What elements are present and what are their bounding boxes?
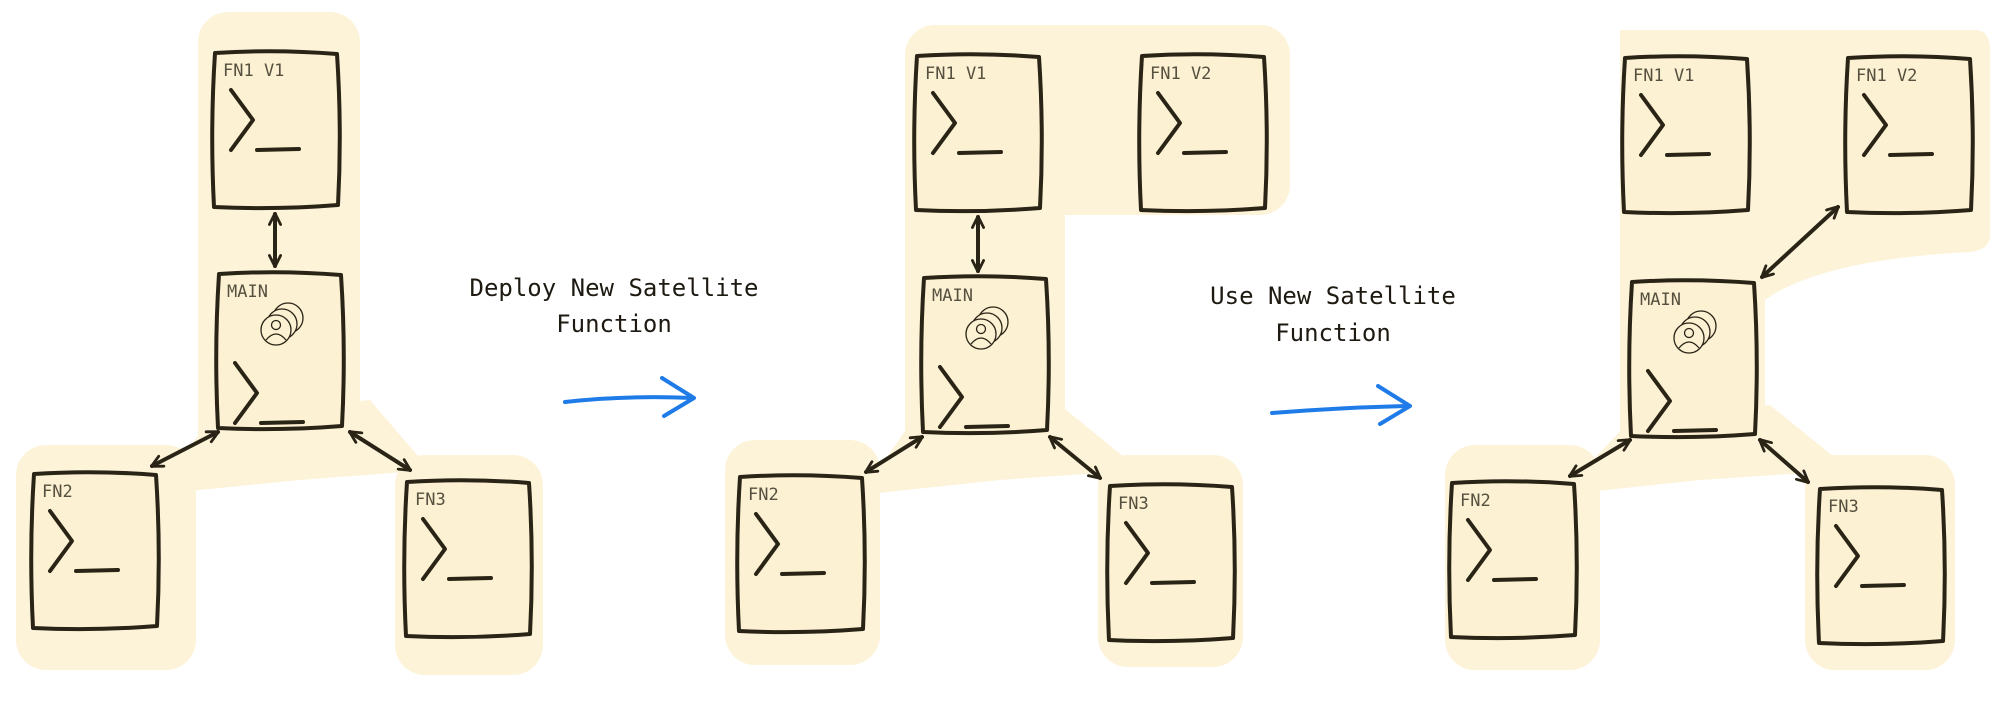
stage-3-node-fn2: FN2 [1447,479,1579,641]
stage-3-node-fn1v2: FN1 V2 [1843,54,1975,216]
stage-2-node-fn2: FN2 [735,473,867,635]
node-label: FN1 V1 [1633,66,1694,86]
stage-1-node-fn3: FN3 [402,478,534,640]
stage-3-node-fn3: FN3 [1815,485,1947,647]
stage-3-connector-main-fn2 [1567,438,1633,478]
stage-2-node-main: MAIN [919,274,1051,436]
stage-2-node-fn1v2: FN1 V2 [1137,52,1269,214]
node-label: FN1 V2 [1150,64,1211,84]
transition-arrow-2-head [1376,384,1412,426]
node-label: FN3 [415,490,446,510]
transition-label-1-line2: Function [556,310,672,338]
node-label: FN2 [42,482,73,502]
stage-2-node-fn3: FN3 [1105,482,1237,644]
transition-label-1-line1: Deploy New Satellite [470,274,759,302]
stage-1-node-main: MAIN [214,270,346,432]
transition-arrow-1 [563,395,695,404]
stage-3-connector-main-fn1v2 [1760,205,1840,279]
stage-1-node-fn1v1: FN1 V1 [210,49,342,211]
node-label: FN3 [1828,497,1859,517]
transition-label-2-line1: Use New Satellite [1210,282,1456,310]
transition-arrow-1-head [660,376,696,418]
node-label: FN2 [1460,491,1491,511]
transition-arrow-2 [1270,404,1411,415]
stage-2-connector-main-fn2 [864,435,924,474]
stage-2-node-fn1v1: FN1 V1 [912,52,1044,214]
node-label: FN2 [748,485,779,505]
stage-1-node-fn2: FN2 [29,470,161,632]
node-label: MAIN [1640,290,1681,310]
node-label: FN1 V2 [1856,66,1917,86]
stage-1-connector-main-fn3 [348,430,412,472]
stage-2-connector-main-fn3 [1048,435,1102,480]
stage-1-connector-main-fn2 [149,430,221,468]
node-label: MAIN [932,286,973,306]
node-label: FN1 V1 [223,61,284,81]
transition-label-2-line2: Function [1275,319,1391,347]
stage-3-connector-main-fn3 [1758,438,1810,484]
node-label: MAIN [227,282,268,302]
stage-3-node-fn1v1: FN1 V1 [1620,54,1752,216]
stage-3-node-main: MAIN [1627,278,1759,440]
node-label: FN1 V1 [925,64,986,84]
node-label: FN3 [1118,494,1149,514]
